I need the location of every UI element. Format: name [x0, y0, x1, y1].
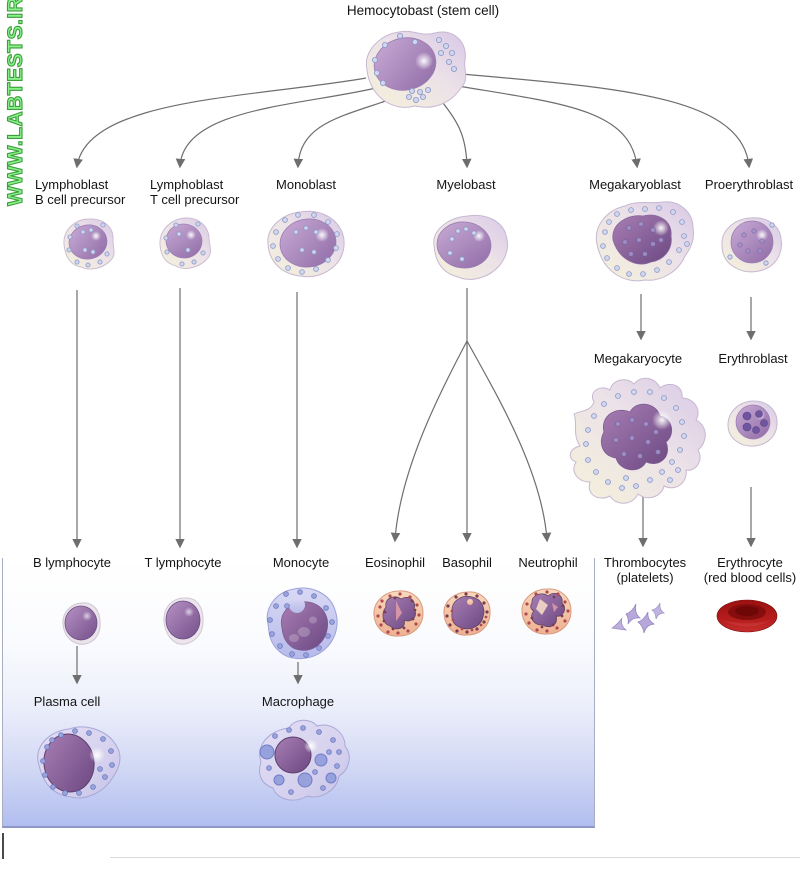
myeloblast-illustration	[433, 214, 509, 280]
macrophage-illustration	[259, 719, 350, 801]
label-thrombocytes-line2: (platelets)	[616, 570, 674, 585]
label-erythrocyte-line1: Erythrocyte	[717, 555, 783, 570]
scan-artifact-tick	[2, 833, 4, 859]
arrow-stem-to-lymphoblast-b	[73, 77, 367, 169]
proerythroblast-illustration	[721, 217, 782, 273]
label-lymphoblast-b-line2: B cell precursor	[35, 192, 126, 207]
label-macrophage: Macrophage	[261, 694, 335, 709]
b-lymphocyte-illustration	[62, 602, 101, 645]
t-lymphocyte-illustration	[163, 597, 204, 645]
erythroblast-illustration	[727, 400, 778, 447]
basophil-illustration	[443, 591, 491, 636]
label-plasma-cell: Plasma cell	[33, 694, 101, 709]
neutrophil-illustration	[521, 588, 572, 635]
monocyte-illustration	[266, 587, 338, 659]
scan-artifact-line	[110, 857, 800, 858]
label-lymphoblast-b: Lymphoblast B cell precursor	[35, 177, 125, 207]
hemocytoblast-illustration	[365, 30, 467, 108]
arrow-stem-to-monoblast	[293, 97, 395, 169]
label-thrombocytes-line1: Thrombocytes	[603, 555, 687, 570]
arrow-myeloblast-to-eosinophil	[390, 340, 468, 543]
label-thrombocytes: Thrombocytes (platelets)	[604, 555, 686, 585]
label-basophil: Basophil	[442, 555, 492, 570]
arrow-myeloblast-to-neutrophil	[466, 340, 552, 543]
lymphoblast-t-illustration	[159, 217, 211, 269]
label-megakaryoblast: Megakaryoblast	[589, 177, 681, 192]
label-lymphoblast-t-line2: T cell precursor	[150, 192, 240, 207]
megakaryoblast-illustration	[595, 201, 694, 282]
label-megakaryocyte: Megakaryocyte	[593, 351, 683, 366]
label-b-lymphocyte: B lymphocyte	[32, 555, 112, 570]
label-eosinophil: Eosinophil	[365, 555, 425, 570]
labtests-watermark: WWW.LABTESTS.IR	[3, 0, 27, 207]
label-lymphoblast-t: Lymphoblast T cell precursor	[150, 177, 239, 207]
eosinophil-illustration	[373, 590, 424, 637]
label-proerythroblast: Proerythroblast	[704, 177, 794, 192]
label-erythroblast: Erythroblast	[718, 351, 788, 366]
lymphoblast-b-illustration	[63, 218, 115, 270]
erythrocyte-illustration	[716, 599, 778, 633]
label-lymphoblast-b-line1: Lymphoblast	[35, 177, 109, 192]
arrow-stem-to-lymphoblast-t	[175, 87, 377, 169]
label-myeloblast: Myelobast	[436, 177, 496, 192]
thrombocytes-illustration	[611, 602, 666, 634]
label-lymphoblast-t-line1: Lymphoblast	[150, 177, 224, 192]
arrow-stem-to-megakaryoblast	[451, 84, 641, 169]
label-erythrocyte: Erythrocyte (red blood cells)	[704, 555, 797, 585]
label-neutrophil: Neutrophil	[518, 555, 578, 570]
plasma-cell-illustration	[37, 726, 121, 799]
arrow-stem-to-proerythroblast	[461, 73, 754, 169]
label-monoblast: Monoblast	[276, 177, 336, 192]
monoblast-illustration	[267, 210, 345, 278]
label-t-lymphocyte: T lymphocyte	[144, 555, 222, 570]
label-monocyte: Monocyte	[272, 555, 330, 570]
megakaryocyte-illustration	[569, 377, 706, 504]
stem-cell-title: Hemocytobast (stem cell)	[346, 3, 500, 18]
arrow-stem-to-myeloblast	[442, 102, 472, 169]
label-erythrocyte-line2: (red blood cells)	[703, 570, 797, 585]
